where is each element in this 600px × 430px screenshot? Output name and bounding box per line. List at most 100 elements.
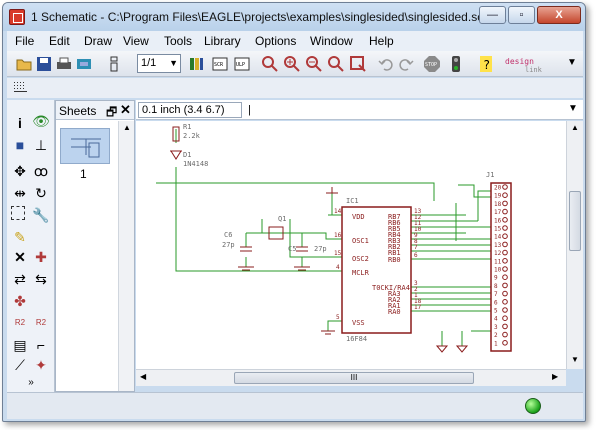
j1-pin[interactable] [502, 225, 508, 231]
menu-library[interactable]: Library [204, 34, 241, 48]
j1-connector[interactable] [490, 182, 512, 352]
mark-icon[interactable]: ⊥ [34, 137, 48, 153]
chevron-down-icon[interactable]: ▼ [567, 57, 577, 68]
vertical-scrollbar[interactable]: ▲ ▼ [566, 121, 583, 369]
scroll-up-icon[interactable]: ▲ [123, 123, 131, 132]
scroll-left-icon[interactable]: ◀ [140, 372, 147, 381]
close-icon[interactable]: ✕ [120, 102, 131, 117]
scroll-right-icon[interactable]: ▶ [552, 372, 559, 381]
zoom-select-icon[interactable] [349, 55, 367, 73]
design-link-logo[interactable]: design link [503, 55, 563, 73]
script-icon[interactable]: SCR [211, 55, 229, 73]
j1-pin[interactable] [502, 315, 508, 321]
j1-pin[interactable] [502, 274, 508, 280]
r1-resistor[interactable] [172, 126, 180, 142]
grid-icon[interactable] [13, 81, 29, 95]
j1-pin[interactable] [502, 340, 508, 346]
j1-pin[interactable] [502, 200, 508, 207]
j1-pin[interactable] [502, 241, 508, 248]
close-button[interactable]: X [537, 6, 581, 24]
menu-draw[interactable]: Draw [84, 34, 113, 48]
menu-window[interactable]: Window [310, 34, 353, 48]
sheets-scrollbar[interactable]: ▲ [118, 121, 134, 391]
help-icon[interactable]: ? [477, 55, 495, 73]
j1-pin[interactable] [502, 217, 508, 223]
zoom-in-icon[interactable] [283, 55, 301, 73]
j1-pin[interactable] [502, 290, 508, 297]
cam-processor-icon[interactable] [75, 55, 93, 73]
title-bar[interactable]: 1 Schematic - C:\Program Files\EAGLE\pro… [3, 3, 585, 31]
rotate-icon[interactable]: ↻ [35, 185, 47, 201]
save-icon[interactable] [35, 55, 53, 73]
c6-capacitor[interactable] [240, 246, 252, 252]
replace-icon[interactable]: ✤ [14, 293, 26, 309]
j1-pin[interactable] [502, 282, 508, 289]
dock-icon[interactable]: 🗗 [106, 105, 118, 119]
j1-pin[interactable] [502, 192, 508, 198]
menu-tools[interactable]: Tools [164, 34, 193, 48]
value-icon[interactable]: R2 [35, 318, 47, 327]
j1-pin[interactable] [502, 323, 508, 330]
mirror-icon[interactable]: ⇹ [14, 185, 26, 201]
maximize-button[interactable]: ▫ [508, 6, 535, 24]
go-icon[interactable] [447, 55, 465, 73]
zoom-out-icon[interactable] [305, 55, 323, 73]
status-led-icon[interactable] [525, 398, 541, 414]
j1-pin[interactable] [502, 258, 508, 264]
smash-icon[interactable]: ▤ [13, 337, 27, 353]
delete-icon[interactable]: ✕ [14, 249, 26, 265]
sheet-switch-icon[interactable] [105, 55, 123, 73]
use-library-icon[interactable] [187, 55, 205, 73]
horizontal-scroll-thumb[interactable]: III [234, 372, 474, 384]
add-icon[interactable]: ✚ [35, 249, 47, 265]
change-icon[interactable]: 🔧 [32, 207, 50, 223]
miter-icon[interactable]: ⌐ [36, 337, 46, 353]
horizontal-scrollbar[interactable]: ◀ III ▶ [136, 369, 566, 386]
menu-file[interactable]: File [15, 34, 35, 48]
minimize-button[interactable]: — [479, 6, 506, 24]
j1-pin[interactable] [502, 233, 508, 239]
zoom-to-fit-icon[interactable] [261, 55, 279, 73]
info-icon[interactable]: i [18, 115, 22, 131]
redo-icon[interactable] [397, 55, 415, 73]
c5-capacitor[interactable] [296, 246, 308, 252]
j1-pin[interactable] [502, 299, 508, 305]
zoom-select[interactable]: 1/1▼ [137, 54, 181, 73]
name-icon[interactable]: R2 [14, 318, 26, 327]
expand-toolbar-icon[interactable]: » [28, 377, 34, 388]
undo-icon[interactable] [377, 55, 395, 73]
d1-diode[interactable] [170, 150, 182, 160]
menu-edit[interactable]: Edit [49, 34, 70, 48]
paste-icon[interactable]: ✎ [14, 229, 26, 245]
j1-pin[interactable] [502, 331, 508, 338]
scroll-down-icon[interactable]: ▼ [571, 355, 579, 364]
j1-pin[interactable] [502, 208, 508, 215]
sheet-thumbnail[interactable] [60, 128, 110, 164]
group-icon[interactable] [11, 206, 25, 220]
menu-options[interactable]: Options [255, 34, 297, 48]
display-layers-icon[interactable]: ■ [15, 137, 25, 153]
chevron-down-icon[interactable]: ▼ [568, 103, 578, 114]
split-icon[interactable]: ⟋ [15, 357, 25, 373]
j1-pin[interactable] [502, 184, 508, 190]
copy-icon[interactable]: ꝏ [33, 163, 49, 179]
move-icon[interactable]: ✥ [14, 163, 26, 179]
gateswap-icon[interactable]: ⇆ [35, 271, 47, 287]
eagle-app-icon[interactable] [9, 9, 25, 25]
invoke-icon[interactable]: ✦ [35, 357, 47, 373]
print-icon[interactable] [55, 55, 73, 73]
schematic-canvas[interactable]: R1 2.2k D1 1N4148 C6 27p Q1 C5 27p IC1 1… [136, 121, 566, 369]
menu-help[interactable]: Help [369, 34, 394, 48]
j1-pin[interactable] [502, 249, 508, 256]
pinswap-icon[interactable]: ⇄ [14, 271, 26, 287]
stop-icon[interactable]: STOP [423, 55, 441, 73]
zoom-redraw-icon[interactable] [327, 55, 345, 73]
menu-view[interactable]: View [123, 34, 149, 48]
ic1-chip[interactable] [341, 206, 412, 334]
run-ulp-icon[interactable]: ULP [233, 55, 251, 73]
q1-crystal[interactable] [268, 226, 284, 240]
vertical-scroll-thumb[interactable] [569, 191, 581, 251]
show-icon[interactable]: 👁 [32, 113, 50, 129]
j1-pin[interactable] [502, 307, 508, 313]
command-input[interactable] [248, 102, 566, 118]
